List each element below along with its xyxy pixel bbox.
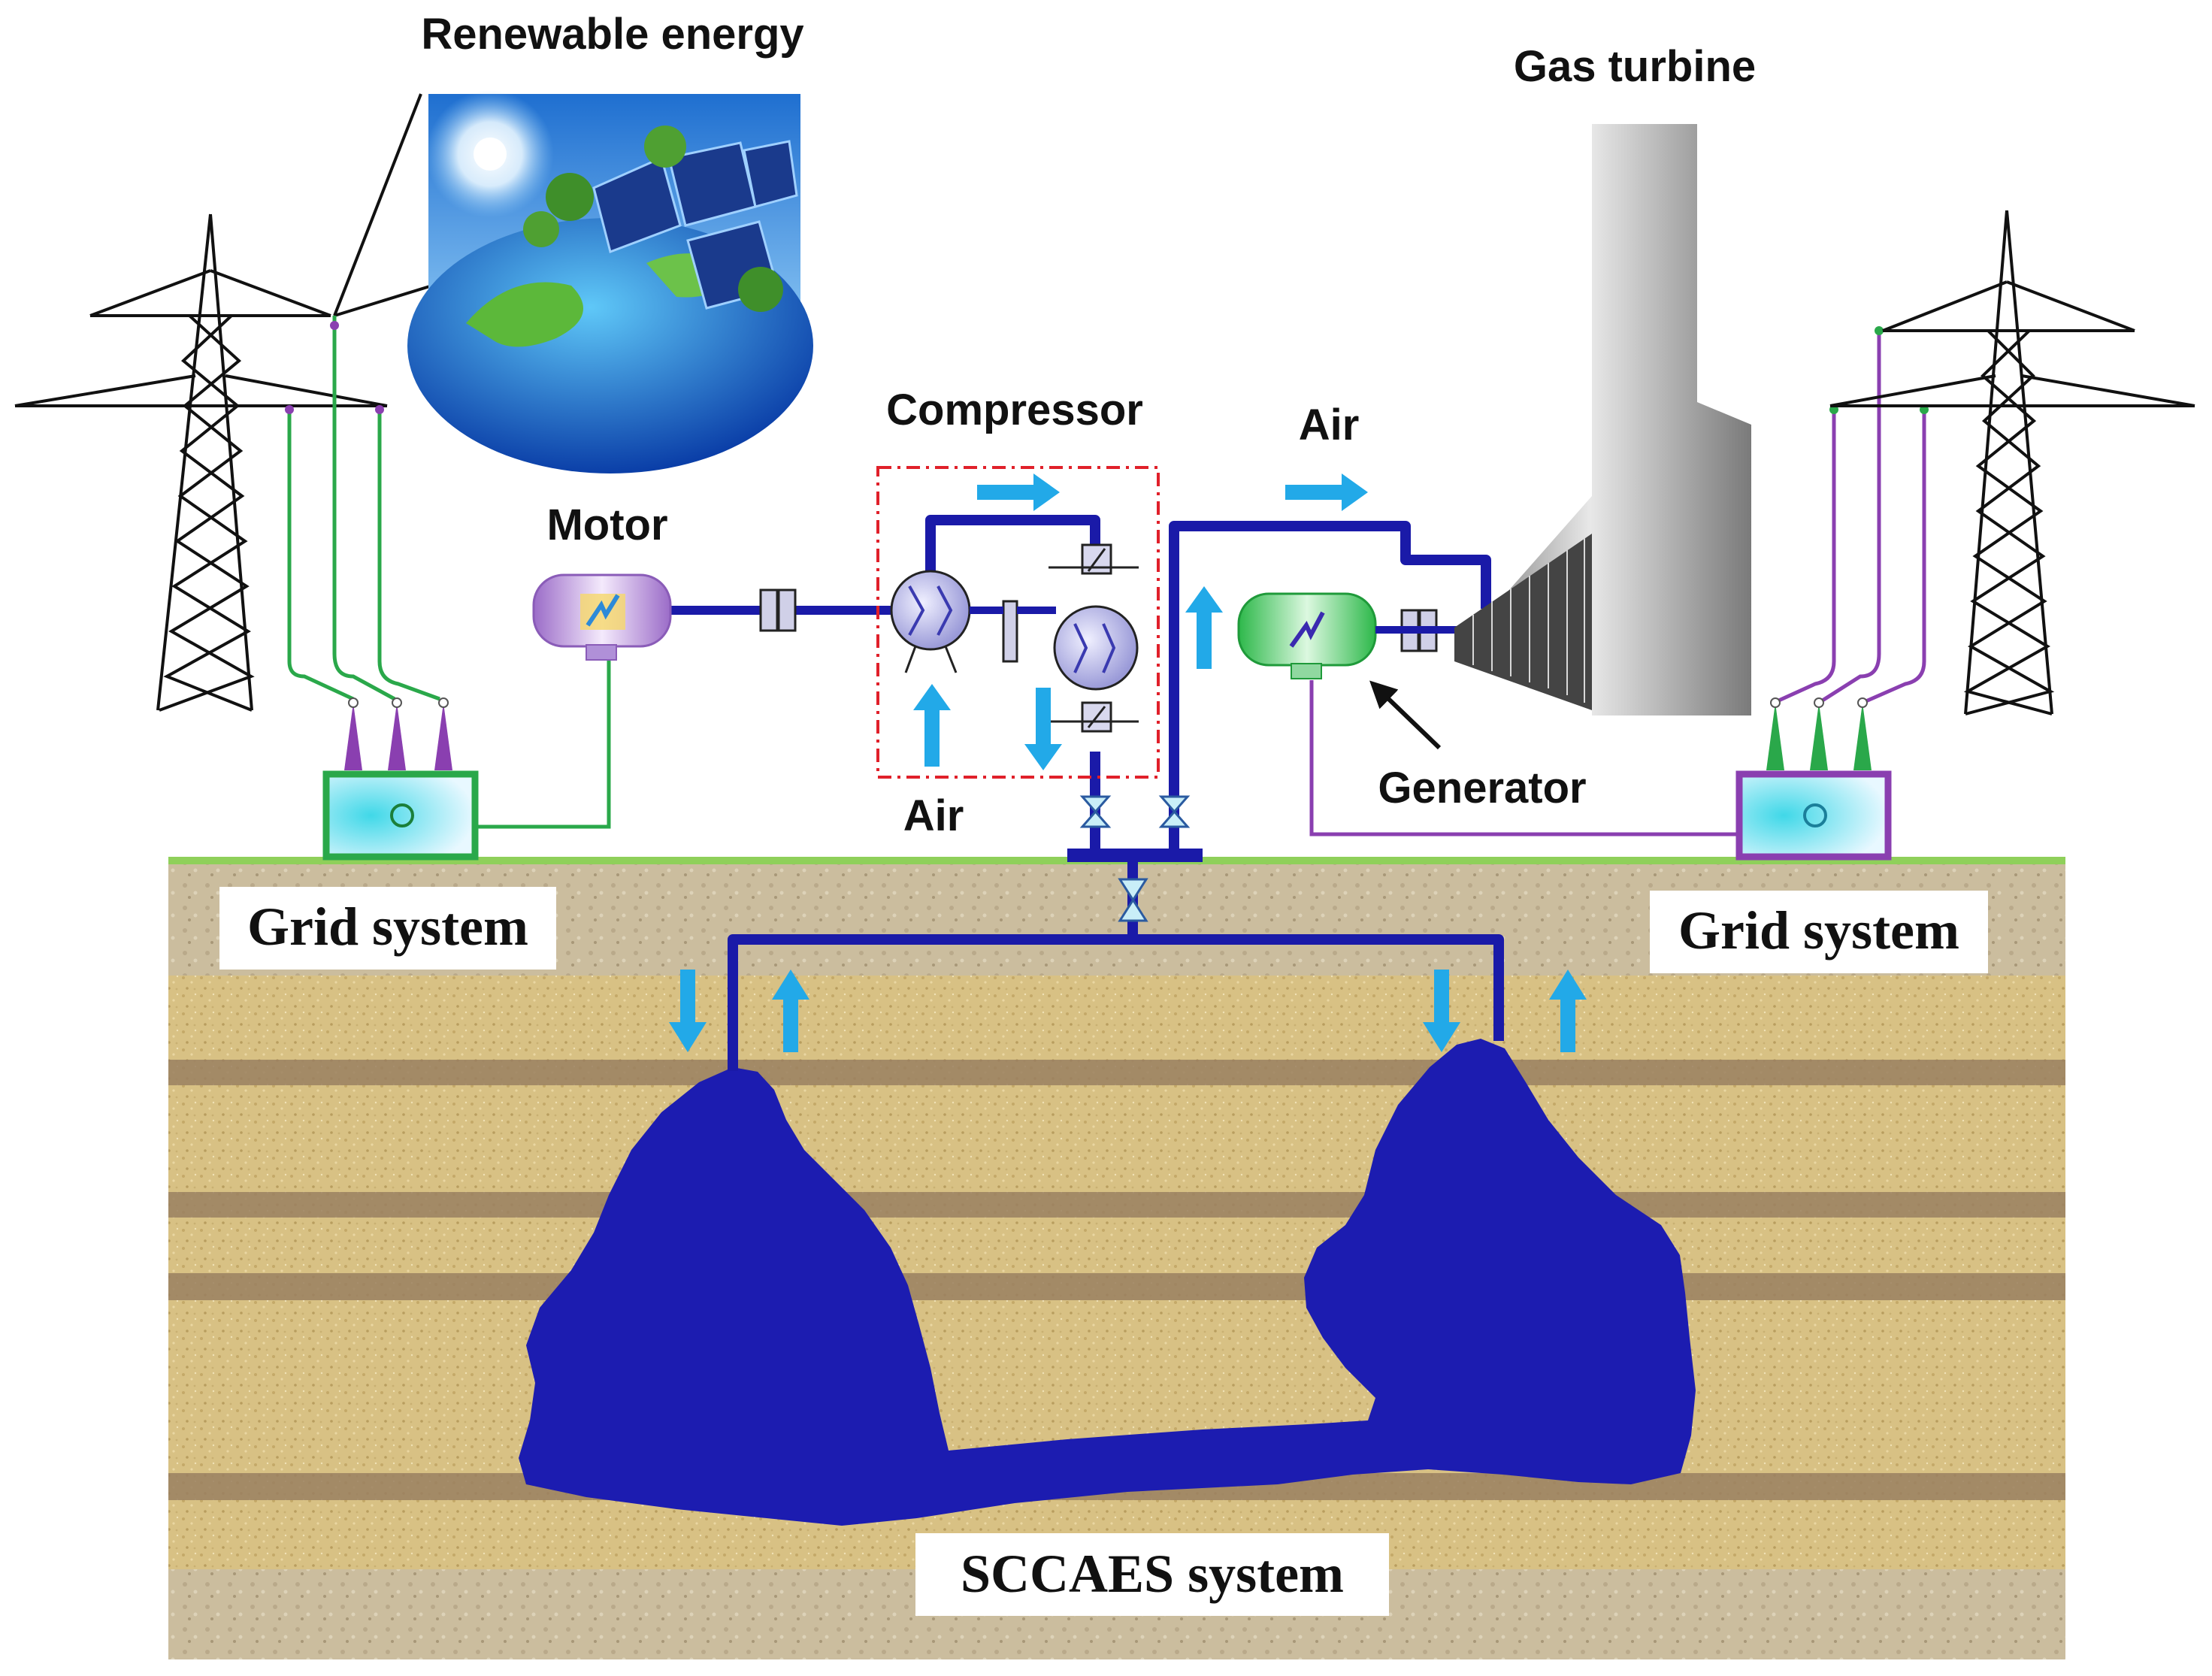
label-renewable-energy: Renewable energy [421,10,803,59]
label-grid-system-right: Grid system [1678,900,1959,961]
compressor-icon [890,543,1139,733]
stratum-band [168,1192,2065,1218]
valve-icon [1079,795,1191,922]
label-air-bottom: Air [903,791,964,840]
transmission-tower-right [1829,210,2195,715]
pipe-compressor-top [925,515,1100,586]
salt-cavern-storage [519,1039,1696,1526]
pipe-turbine-in [1169,521,1491,855]
solar-earth-image [407,90,813,473]
motor-icon [532,573,672,661]
label-compressor: Compressor [886,386,1143,434]
insulator-points-left [285,321,384,414]
label-grid-system-left: Grid system [247,897,528,957]
generator-pointer-arrow [1369,680,1442,750]
label-sccaes-system: SCCAES system [961,1544,1344,1604]
transformer-left [322,697,479,861]
label-box-sccaes [915,1533,1389,1616]
gas-turbine-icon [1454,124,1751,715]
stratum-band [168,1273,2065,1300]
transmission-tower-left [14,93,433,712]
label-gas-turbine: Gas turbine [1514,42,1756,91]
label-motor: Motor [546,501,667,549]
generator-icon [1237,592,1377,679]
transformer-right [1735,697,1892,861]
flow-arrow-icon [669,473,1587,1052]
grid-lines-right [1309,331,1926,836]
pipe-cavern-left [728,934,1504,1071]
shaft-coupling-left [759,588,797,632]
compressor-boundary [876,466,1160,779]
label-box-grid-right [1650,891,1988,973]
stratum-band [168,1060,2065,1085]
label-box-grid-left [219,887,556,970]
grid-lines-left [287,316,611,829]
label-generator: Generator [1378,764,1586,812]
label-air-top: Air [1299,401,1360,449]
